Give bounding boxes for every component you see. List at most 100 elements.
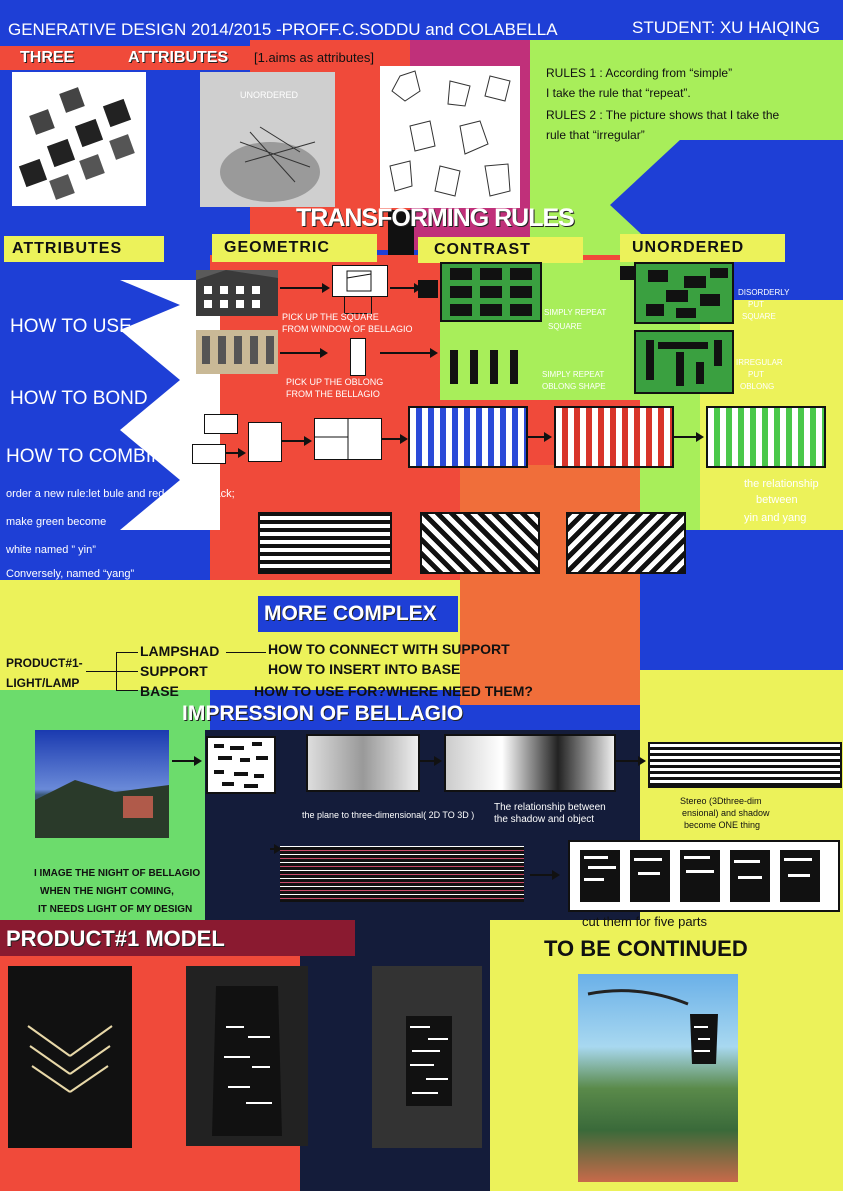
black-bar xyxy=(388,210,414,255)
stereo-note-1: Stereo (3Dthree-dim xyxy=(680,796,762,806)
attributes-label: ATTRIBUTES xyxy=(128,49,229,66)
red-weave-pattern xyxy=(554,406,674,468)
plane-note: the plane to three-dimensional( 2D TO 3D… xyxy=(302,810,475,820)
three-attributes-banner xyxy=(0,46,250,70)
stereo-note-3: become ONE thing xyxy=(684,820,761,830)
stereo-render xyxy=(648,742,842,788)
how-to-combine-label: HOW TO COMBINE xyxy=(6,446,178,467)
window-sketch xyxy=(332,265,388,297)
night-note-1: I IMAGE THE NIGHT OF BELLAGIO xyxy=(34,868,201,879)
repeat-square-pattern xyxy=(440,262,542,322)
order-rule-line-2: make green become xyxy=(6,516,107,528)
3d-render-1 xyxy=(306,734,420,792)
arrow-to-red-weave xyxy=(526,432,552,442)
order-rule-line-4: Conversely, named “yang” xyxy=(6,568,135,580)
yinyang-pattern-3 xyxy=(566,512,686,574)
transforming-rules-title: TRANSFORMING RULES xyxy=(296,204,575,232)
yinyang-caption-2: between xyxy=(756,494,798,506)
arrow-stripes xyxy=(270,844,282,854)
tree-line-h xyxy=(86,671,116,672)
more-complex-title: MORE COMPLEX xyxy=(264,602,437,625)
combine-unit xyxy=(314,418,382,460)
tree-line-1 xyxy=(116,652,138,653)
night-pattern-white xyxy=(206,736,276,794)
black-square-small xyxy=(418,280,438,298)
lake-photo xyxy=(35,730,169,838)
question-insert: HOW TO INSERT INTO BASE xyxy=(268,661,461,677)
attributes-column-box xyxy=(4,236,164,262)
rules-line-3: RULES 2 : The picture shows that I take … xyxy=(546,108,780,122)
yinyang-pattern-2 xyxy=(420,512,540,574)
lampshade-label: LAMPSHAD xyxy=(140,643,220,659)
question-connect: HOW TO CONNECT WITH SUPPORT xyxy=(268,641,510,657)
geometric-column-label: GEOMETRIC xyxy=(224,239,330,256)
order-rule-line-3: white named ” yin” xyxy=(6,544,96,556)
rules-line-4: rule that “irregular” xyxy=(546,128,645,142)
blue-weave-pattern xyxy=(408,406,528,468)
arrow-3d xyxy=(418,756,442,766)
pick-square-caption-1: PICK UP THE SQUARE xyxy=(282,312,379,322)
cube-photo xyxy=(12,72,146,206)
order-rule-line-1: order a new rule:let bule and red.color … xyxy=(6,488,235,500)
hand-photo: UNORDERED xyxy=(200,72,335,207)
model-photo-3 xyxy=(372,966,482,1148)
pick-square-caption-2: FROM WINDOW OF BELLAGIO xyxy=(282,324,413,334)
base-label: BASE xyxy=(140,683,179,699)
irregular-caption-1: IRREGULAR xyxy=(736,358,783,367)
lampshade-connector xyxy=(226,652,266,653)
repeat-square-caption-1: SIMPLY REPEAT xyxy=(544,308,607,317)
irregular-caption-2: PUT xyxy=(748,370,764,379)
square-sketch xyxy=(344,296,372,314)
arrow-combine-1 xyxy=(226,448,246,458)
arrow-to-oblong-pattern xyxy=(380,348,438,358)
model-title: PRODUCT#1 MODEL xyxy=(6,926,225,951)
model-photo-1 xyxy=(8,966,132,1148)
cut-note: cut them for five parts xyxy=(582,914,707,929)
how-to-bond-label: HOW TO BOND xyxy=(10,388,148,409)
combine-square xyxy=(248,422,282,462)
arrow-to-oblong xyxy=(280,348,328,358)
product-title-1: PRODUCT#1- xyxy=(6,656,83,670)
support-label: SUPPORT xyxy=(140,663,208,679)
rules-line-2: I take the rule that “repeat”. xyxy=(546,86,691,100)
pick-oblong-caption-1: PICK UP THE OBLONG xyxy=(286,377,384,387)
arrow-stereo xyxy=(614,756,646,766)
pick-oblong-caption-2: FROM THE BELLAGIO xyxy=(286,389,380,399)
arrow-combine-2 xyxy=(282,436,312,446)
attributes-column-label: ATTRIBUTES xyxy=(12,240,123,257)
how-to-use-label: HOW TO USE xyxy=(10,316,132,337)
rules-line-1: RULES 1 : According from “simple” xyxy=(546,66,733,80)
unordered-column-box xyxy=(620,234,785,262)
bellagio-facade-photo xyxy=(196,330,278,374)
to-be-continued: TO BE CONTINUED xyxy=(544,936,748,961)
yinyang-caption-3: yin and yang xyxy=(744,512,807,524)
student-name: STUDENT: XU HAIQING xyxy=(632,18,820,37)
unordered-column-label: UNORDERED xyxy=(632,239,745,256)
three-label: THREE xyxy=(20,49,75,66)
repeat-square-caption-2: SQUARE xyxy=(548,322,582,331)
arrow-to-square-pattern xyxy=(390,283,422,293)
yinyang-pattern-1 xyxy=(258,512,392,574)
geometric-column-box xyxy=(212,234,377,262)
shadow-note-1: The relationship between xyxy=(494,802,606,813)
contrast-column-box xyxy=(418,237,583,263)
disorderly-caption-1: DISORDERLY xyxy=(738,288,790,297)
combine-box-1 xyxy=(204,414,238,434)
bg-orange-center xyxy=(460,465,640,705)
yinyang-caption-1: the relationship xyxy=(744,478,819,490)
tree-line-3 xyxy=(116,690,138,691)
arrow-five-parts xyxy=(530,870,560,880)
lakeside-lamp-photo xyxy=(578,974,738,1182)
product-title-2: LIGHT/LAMP xyxy=(6,676,80,690)
tree-line-2 xyxy=(116,671,138,672)
night-note-3: IT NEEDS LIGHT OF MY DESIGN xyxy=(38,904,193,915)
arrow-to-green-weave xyxy=(672,432,704,442)
disorderly-square-pattern xyxy=(634,262,734,324)
arrow-lake xyxy=(172,756,202,766)
irregular-caption-3: OBLONG xyxy=(740,382,775,391)
disorderly-caption-2: PUT xyxy=(748,300,764,309)
aims-label: [1.aims as attributes] xyxy=(254,50,374,65)
arrow-to-window xyxy=(280,283,330,293)
repeat-oblong-pattern xyxy=(440,334,538,392)
model-title-box xyxy=(0,920,355,956)
